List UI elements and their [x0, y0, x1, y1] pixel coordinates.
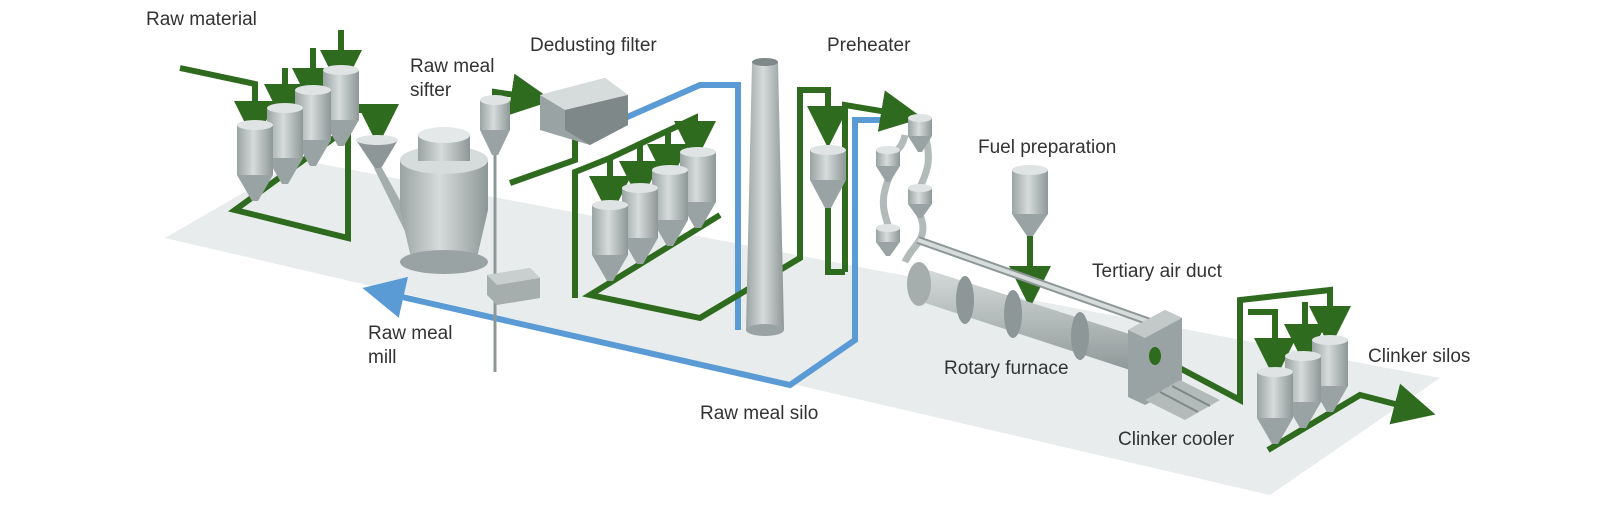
silo-collector — [582, 87, 849, 322]
fuel-preparation-silo — [1012, 165, 1048, 236]
label-preheater: Preheater — [827, 35, 911, 56]
clinker-silos — [1257, 335, 1348, 444]
tertiary-air-duct — [916, 236, 1152, 326]
preheater-lift — [842, 90, 923, 272]
raw-silo-1 — [237, 120, 273, 201]
floor-plane — [165, 160, 1440, 495]
rotary-furnace — [907, 262, 1142, 372]
raw-meal-sifter — [480, 95, 510, 372]
gas-duct-filter — [623, 82, 741, 330]
clinker-cooler — [1128, 310, 1220, 420]
transfer-box — [487, 268, 540, 305]
preheater-feed — [825, 205, 845, 275]
label-fuel-preparation: Fuel preparation — [978, 137, 1117, 158]
mill-hopper — [356, 140, 398, 170]
raw-material-silos — [237, 65, 359, 201]
gas-flow-lines — [362, 82, 910, 389]
raw-meal-silos — [592, 147, 716, 281]
preheater-cyclone — [810, 145, 846, 208]
label-rotary-furnace: Rotary furnace — [944, 358, 1069, 379]
silo-distribution — [572, 153, 631, 298]
material-flow-lines — [179, 30, 1436, 453]
clinker-silo-1 — [1257, 367, 1293, 444]
label-clinker-cooler: Clinker cooler — [1118, 429, 1235, 450]
label-dedusting-filter: Dedusting filter — [530, 35, 657, 56]
label-raw-meal-sifter: Raw meal sifter — [410, 56, 495, 101]
silo-top-feed — [608, 113, 716, 163]
raw-material-inflow — [179, 65, 276, 143]
label-tertiary-air-duct: Tertiary air duct — [1092, 261, 1222, 282]
label-raw-meal-mill: Raw meal mill — [368, 323, 453, 368]
chimney-stack — [746, 58, 784, 336]
preheater-tower — [876, 114, 932, 264]
meal-silo-1 — [592, 200, 628, 281]
clinker-discharge — [1153, 286, 1351, 405]
sifter-feed — [508, 138, 578, 186]
clinker-outflow — [1266, 383, 1436, 453]
dedusting-filter — [540, 78, 628, 145]
label-raw-meal-silo: Raw meal silo — [700, 403, 819, 424]
gas-duct-main — [362, 117, 910, 389]
label-raw-material: Raw material — [146, 9, 257, 30]
clinker-feed-1 — [1248, 309, 1296, 380]
raw-meal-mill — [356, 127, 488, 274]
label-clinker-silos: Clinker silos — [1368, 346, 1471, 367]
